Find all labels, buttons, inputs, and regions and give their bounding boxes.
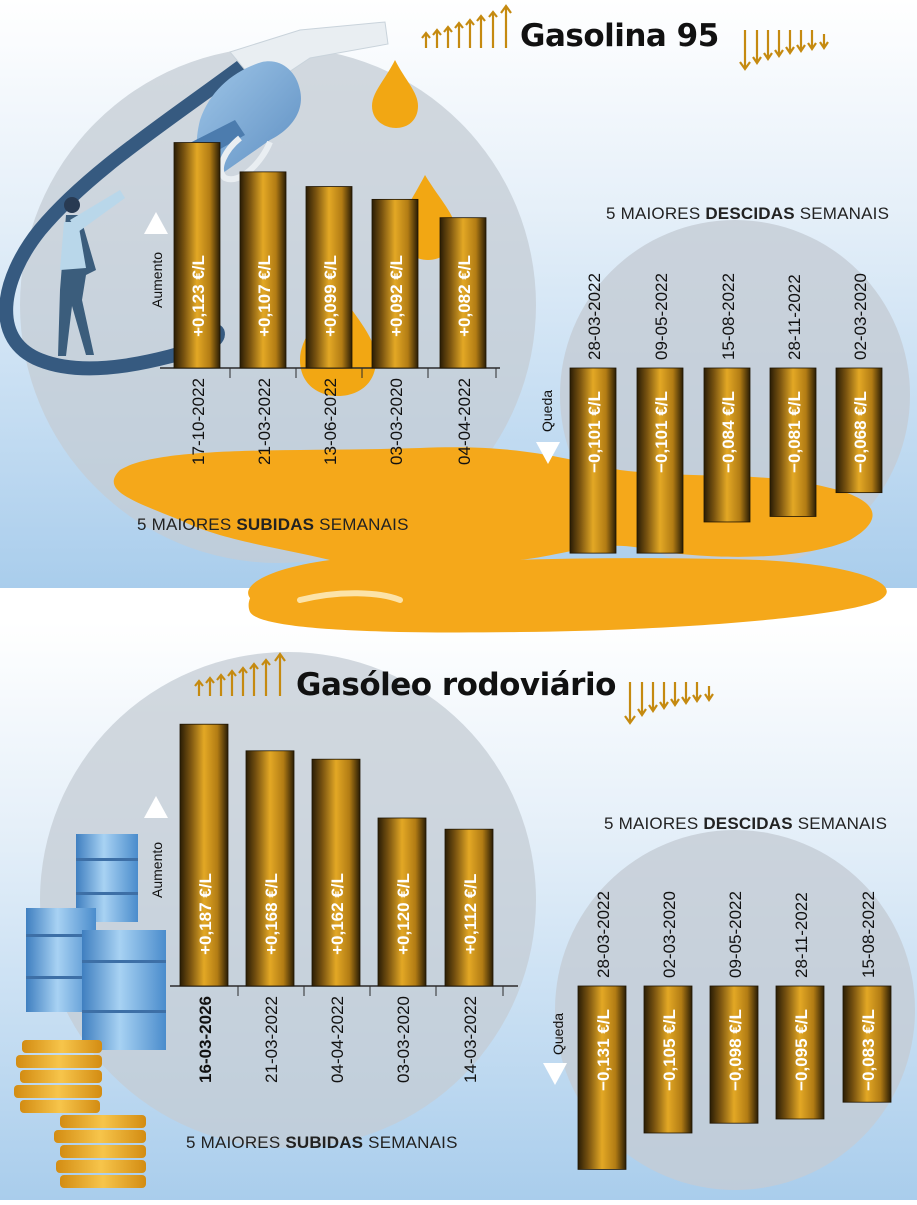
chart-panel: +0,123 €/L 17-10-2022 +0,107 €/L 21-03-2022… [160, 142, 883, 554]
bar [245, 750, 295, 987]
category-label: 09-05-2022 [652, 273, 671, 360]
category-label: 14-03-2022 [461, 996, 480, 1083]
caption-pre: 5 MAIORES [186, 1133, 286, 1152]
bar [769, 367, 817, 517]
panel-title: Gasóleo rodoviário [296, 667, 616, 703]
title-up-arrows-icon [421, 4, 512, 48]
category-label: 13-06-2022 [321, 378, 340, 465]
caption-post: SEMANAIS [792, 814, 888, 833]
category-label: 02-03-2020 [660, 891, 679, 978]
caption-pre: 5 MAIORES [137, 515, 237, 534]
caption-pre: 5 MAIORES [604, 814, 704, 833]
bar [377, 817, 427, 987]
bar [775, 985, 825, 1120]
bar [709, 985, 759, 1124]
caption-bold: SUBIDAS [236, 515, 315, 534]
fall-marker-1 [536, 442, 560, 464]
bar [643, 985, 693, 1134]
bar [179, 723, 229, 987]
category-label: 04-04-2022 [455, 378, 474, 465]
category-label: 21-03-2022 [255, 378, 274, 465]
caption-bold: SUBIDAS [285, 1133, 364, 1152]
bar-value-label: +0,107 €/L [255, 255, 274, 337]
title-up-arrows-icon [194, 652, 286, 696]
bar-value-label: +0,123 €/L [189, 255, 208, 337]
category-label: 28-11-2022 [792, 892, 811, 978]
bar [173, 142, 221, 369]
category-label: 17-10-2022 [189, 378, 208, 465]
bar [444, 828, 494, 987]
bar-value-label: −0,131 €/L [594, 1009, 613, 1091]
bar [239, 171, 287, 369]
bar [311, 758, 361, 987]
bar [569, 367, 617, 554]
chart-marks: +0,123 €/L 17-10-2022 +0,107 €/L 21-03-2022… [160, 142, 892, 1170]
rise-marker-2 [144, 796, 168, 818]
category-label: 28-03-2022 [585, 273, 604, 360]
bar-value-label: +0,092 €/L [387, 255, 406, 337]
barrels-and-coins-illustration [14, 834, 166, 1188]
bar [577, 985, 627, 1170]
fall-marker-label: Queda [539, 390, 555, 432]
bar-value-label: +0,120 €/L [394, 873, 413, 955]
bar [439, 217, 487, 369]
bar-value-label: +0,162 €/L [328, 873, 347, 955]
category-label: 02-03-2020 [851, 273, 870, 360]
title-down-arrows-icon [624, 682, 714, 725]
category-label: 15-08-2022 [859, 891, 878, 978]
category-label: 04-04-2022 [328, 996, 347, 1083]
bar-value-label: +0,099 €/L [321, 255, 340, 337]
rises-caption: 5 MAIORES SUBIDAS SEMANAIS [137, 515, 409, 535]
category-label: 15-08-2022 [719, 273, 738, 360]
bar-value-label: −0,081 €/L [785, 391, 804, 473]
rises-caption: 5 MAIORES SUBIDAS SEMANAIS [186, 1133, 458, 1153]
caption-bold: DESCIDAS [703, 814, 793, 833]
bar-value-label: −0,084 €/L [719, 391, 738, 473]
falls-caption: 5 MAIORES DESCIDAS SEMANAIS [604, 814, 887, 834]
bar-value-label: −0,101 €/L [652, 391, 671, 473]
bar [371, 198, 419, 369]
bar-value-label: +0,112 €/L [461, 874, 480, 955]
bar-value-label: −0,105 €/L [660, 1009, 679, 1091]
caption-pre: 5 MAIORES [606, 204, 706, 223]
caption-post: SEMANAIS [314, 515, 409, 534]
bar-value-label: −0,068 €/L [851, 391, 870, 473]
falls-caption: 5 MAIORES DESCIDAS SEMANAIS [606, 204, 889, 224]
category-label: 09-05-2022 [726, 891, 745, 978]
rise-marker-label: Aumento [149, 252, 165, 308]
rise-marker-1 [144, 212, 168, 234]
caption-bold: DESCIDAS [705, 204, 795, 223]
rise-marker-label: Aumento [149, 842, 165, 898]
bar [842, 985, 892, 1103]
category-label: 03-03-2020 [387, 378, 406, 465]
fall-marker-label: Queda [550, 1013, 566, 1055]
title-down-arrows-icon [739, 30, 829, 71]
chart-panel: +0,187 €/L 16-03-2026 +0,168 €/L 21-03-2022… [170, 723, 892, 1170]
category-label: 16-03-2026 [196, 996, 215, 1083]
bar [636, 367, 684, 554]
category-label: 21-03-2022 [262, 996, 281, 1083]
bar-value-label: −0,098 €/L [726, 1009, 745, 1091]
bar [703, 367, 751, 523]
bar-value-label: +0,168 €/L [262, 873, 281, 955]
bar-value-label: −0,083 €/L [859, 1009, 878, 1091]
fall-marker-2 [543, 1063, 567, 1085]
category-label: 03-03-2020 [394, 996, 413, 1083]
bar-value-label: +0,082 €/L [455, 255, 474, 337]
bar [835, 367, 883, 494]
caption-post: SEMANAIS [363, 1133, 458, 1152]
bar-value-label: −0,095 €/L [792, 1009, 811, 1091]
bar-value-label: +0,187 €/L [196, 873, 215, 955]
caption-post: SEMANAIS [794, 204, 890, 223]
category-label: 28-03-2022 [594, 891, 613, 978]
category-label: 28-11-2022 [785, 274, 804, 360]
bar [305, 186, 353, 369]
panel-title: Gasolina 95 [520, 18, 719, 54]
bar-value-label: −0,101 €/L [585, 391, 604, 473]
